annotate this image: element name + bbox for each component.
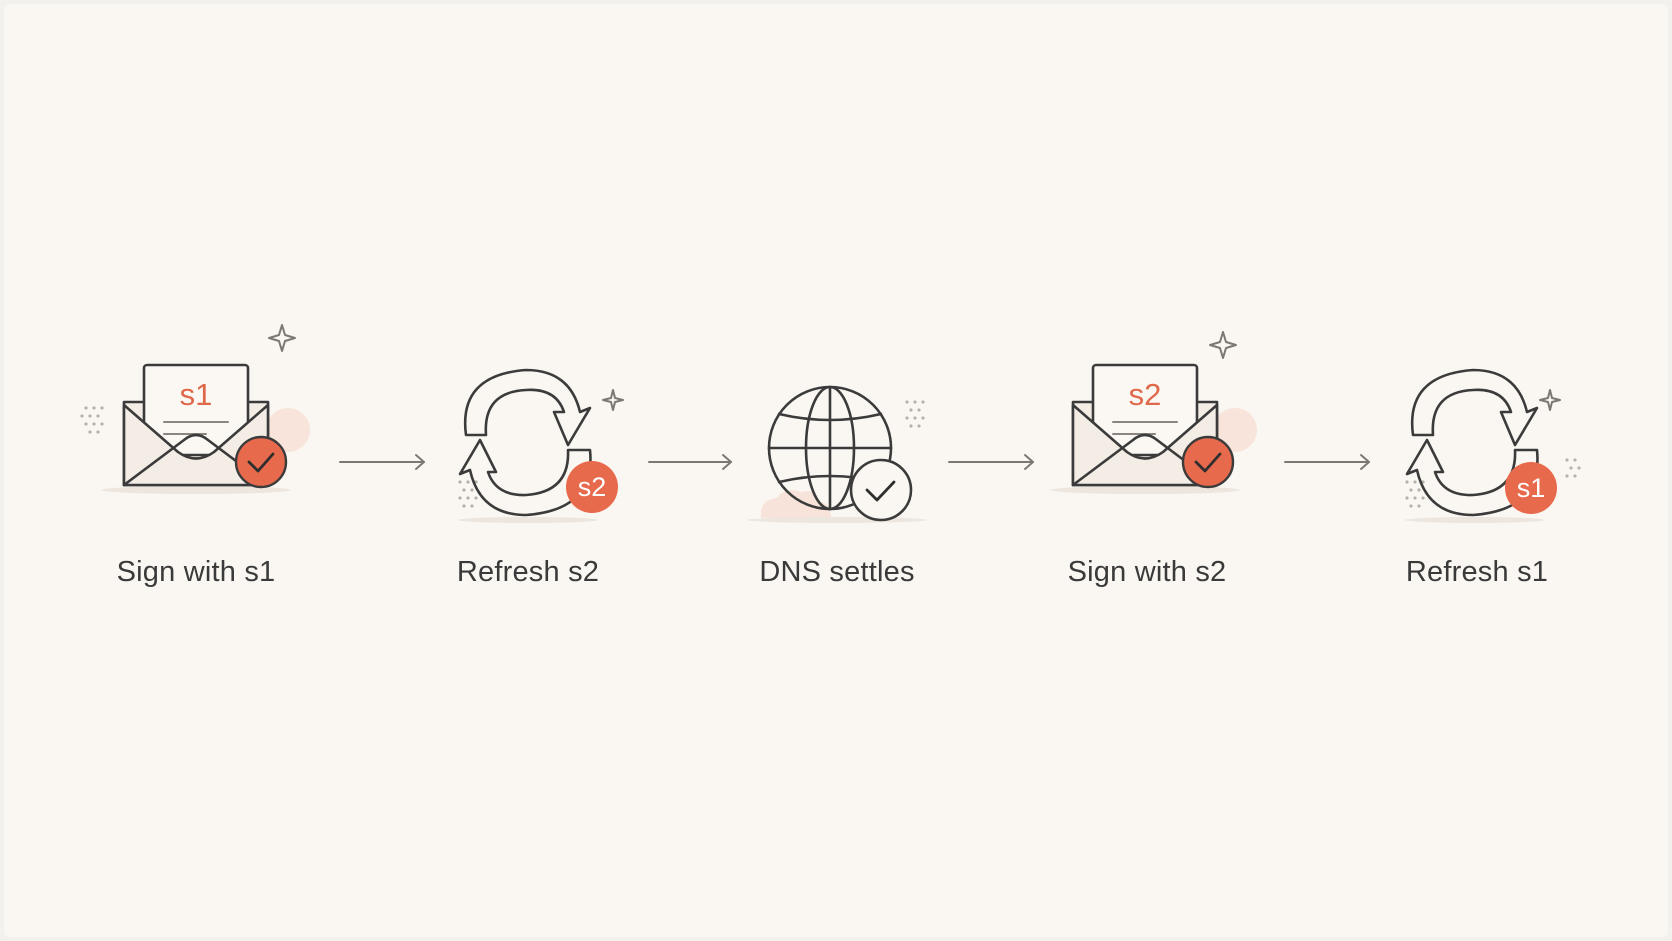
sparkle-icon: [1209, 331, 1237, 359]
envelope-letter-icon: s2: [1050, 331, 1257, 494]
key-badge: [566, 461, 618, 513]
refresh-icon: s2: [458, 368, 624, 523]
dots-decoration: [905, 400, 925, 428]
letter-key-label: s2: [1129, 377, 1162, 412]
envelope-letter-icon: s1: [80, 324, 310, 494]
sparkle-icon: [268, 324, 296, 352]
arrow-right-icon: [339, 454, 425, 470]
globe-check-icon: [747, 385, 927, 523]
badge-key-label: s1: [1517, 473, 1546, 503]
step-label: Refresh s1: [1405, 556, 1549, 588]
arrow-right-icon: [648, 454, 732, 470]
step-dns-settles: DNS settles: [707, 330, 967, 600]
dots-decoration: [1565, 458, 1581, 478]
arrow-right-icon: [1284, 454, 1370, 470]
refresh-icon: s1: [1405, 368, 1581, 523]
key-badge: [1505, 462, 1557, 514]
step-sign-with-s1: s1 Sign with s1: [66, 324, 326, 600]
step-label: DNS settles: [759, 556, 915, 588]
step-refresh-s2: s2 Refresh s2: [398, 330, 658, 600]
step-label: Sign with s2: [1067, 556, 1227, 588]
step-refresh-s1: s1 Refresh s1: [1347, 330, 1607, 600]
badge-key-label: s2: [578, 472, 607, 502]
dots-decoration: [80, 406, 104, 434]
dots-decoration: [1405, 480, 1425, 508]
check-circle-icon: [849, 458, 913, 522]
dots-decoration: [458, 480, 478, 508]
arrow-right-icon: [948, 454, 1034, 470]
sparkle-icon: [602, 389, 624, 411]
step-label: Refresh s2: [456, 556, 600, 588]
step-sign-with-s2: s2 Sign with s2: [1017, 330, 1277, 600]
letter-key-label: s1: [180, 377, 213, 412]
check-badge-icon: [234, 435, 288, 489]
step-label: Sign with s1: [116, 556, 276, 588]
sparkle-icon: [1539, 389, 1561, 411]
check-badge-icon: [1181, 435, 1235, 489]
